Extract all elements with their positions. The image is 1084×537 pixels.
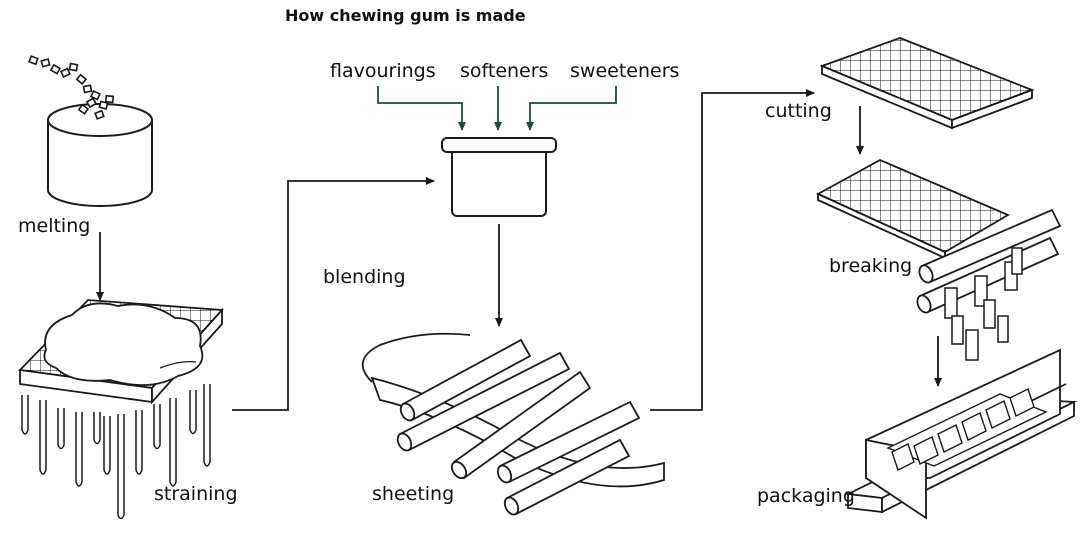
sheeting-rollers-illustration (361, 332, 665, 516)
label-softeners: softeners (460, 60, 549, 82)
label-sweeteners: sweeteners (570, 60, 680, 82)
label-breaking: breaking (829, 255, 913, 277)
straining-grid-illustration (18, 299, 224, 520)
straining-to-blending-arrow (232, 177, 435, 411)
cutting-grid-illustration (819, 37, 1035, 130)
melting-pot-illustration (28, 55, 153, 207)
sheeting-to-cutting-arrow (650, 89, 815, 411)
label-cutting: cutting (765, 100, 832, 122)
label-sheeting: sheeting (372, 483, 455, 505)
label-flavourings: flavourings (330, 60, 436, 82)
diagram-title: How chewing gum is made (285, 6, 526, 25)
label-blending: blending (323, 266, 406, 288)
breaking-grid-illustration (815, 158, 1062, 361)
blending-container-illustration (441, 137, 557, 217)
label-straining: straining (154, 483, 238, 505)
label-packaging: packaging (757, 485, 855, 507)
packaging-tray-illustration (844, 348, 1078, 520)
label-melting: melting (18, 215, 91, 237)
ingredient-input-arrows (377, 86, 617, 131)
